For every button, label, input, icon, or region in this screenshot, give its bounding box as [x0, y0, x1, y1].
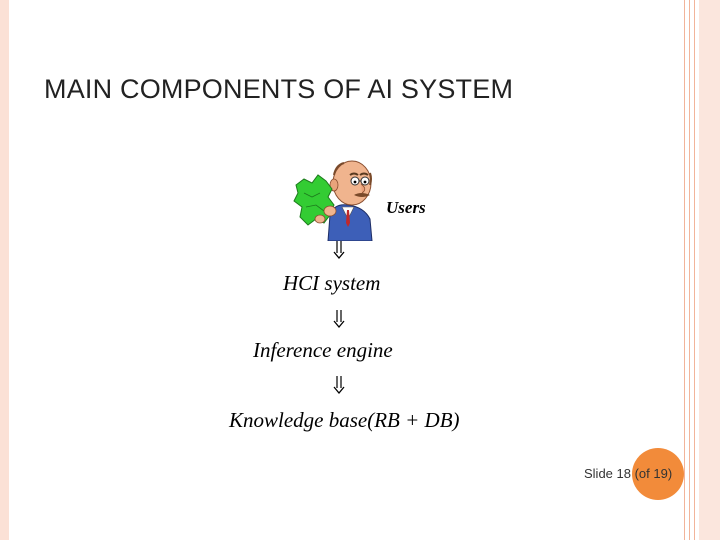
person-reading-map-icon [290, 153, 382, 241]
double-down-arrow-icon [333, 376, 345, 394]
double-down-arrow-icon [333, 241, 345, 259]
right-border-line [694, 0, 695, 540]
left-border-decoration [0, 0, 9, 540]
inference-engine-label: Inference engine [253, 338, 393, 363]
hci-system-label: HCI system [283, 271, 380, 296]
users-label: Users [386, 198, 426, 218]
right-border-band [699, 0, 720, 540]
slide-number: Slide 18 (of 19) [584, 466, 672, 481]
right-border-line [689, 0, 690, 540]
right-border-line [684, 0, 685, 540]
double-down-arrow-icon [333, 310, 345, 328]
knowledge-base-label: Knowledge base(RB + DB) [229, 408, 460, 433]
slide-title: MAIN COMPONENTS OF AI SYSTEM [44, 74, 513, 105]
